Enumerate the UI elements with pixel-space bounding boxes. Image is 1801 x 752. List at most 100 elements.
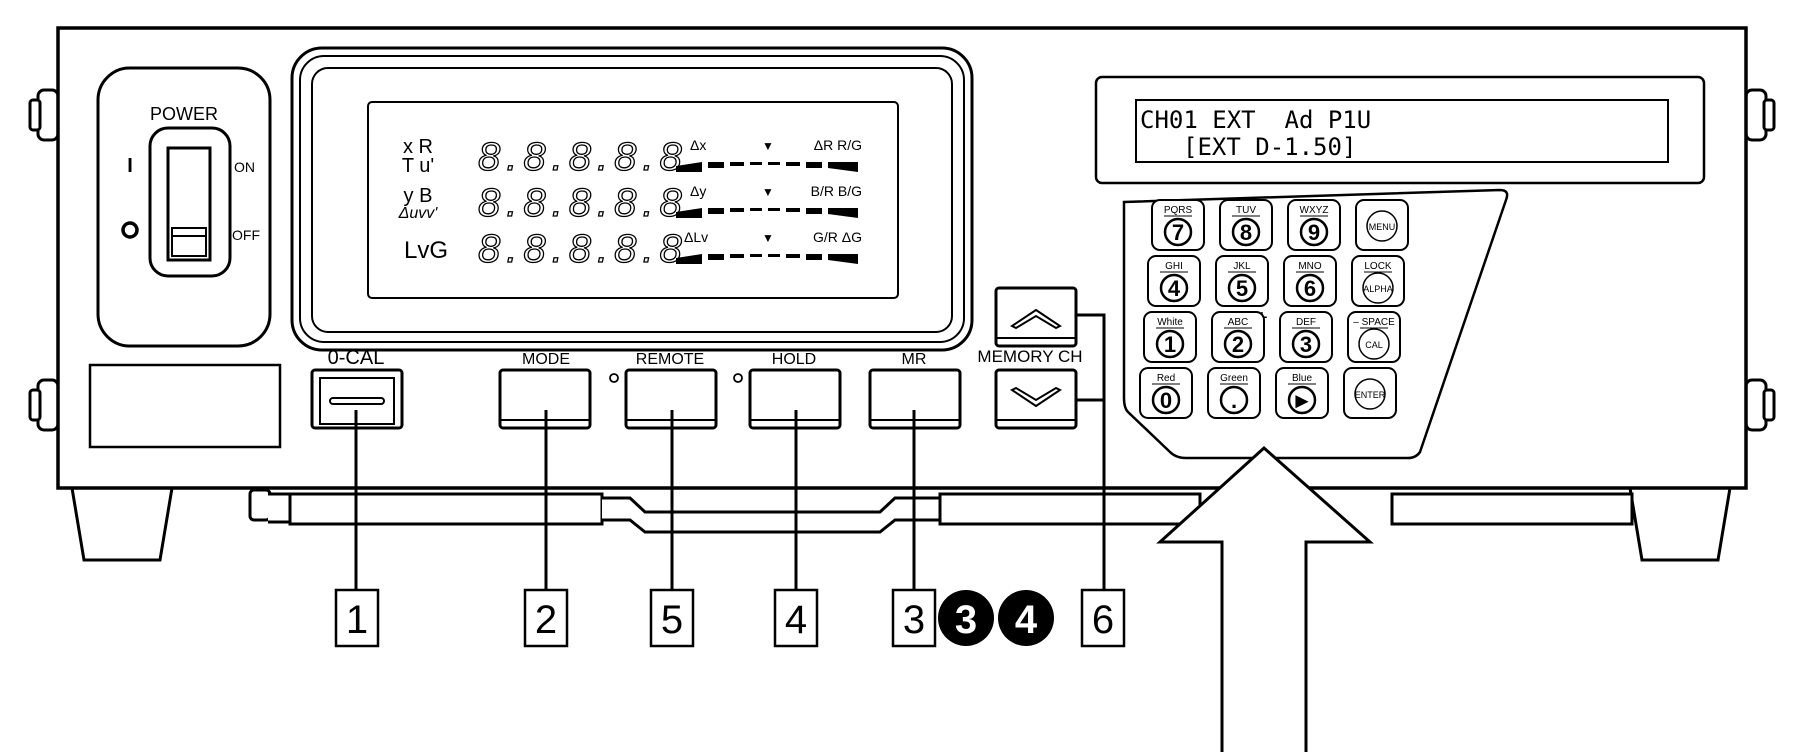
callout-circle-3-text: 3 xyxy=(955,598,977,642)
power-on-label: ON xyxy=(234,159,255,175)
display-row-2: y B Δuvv' 8.8.8.8.8. Δy ▼ B/R B/G xyxy=(398,180,862,225)
side-knob-left-top xyxy=(28,88,60,142)
keypad-key-3[interactable]: DEF 3 xyxy=(1279,311,1333,363)
callout-3: 3 xyxy=(891,588,937,648)
side-knob-right-bottom xyxy=(1744,378,1776,432)
keypad-key-label: 8 xyxy=(1240,220,1252,245)
row3-bar-marker: ▼ xyxy=(762,231,774,245)
row2-bar-left: Δy xyxy=(690,183,706,199)
row2-digits: 8.8.8.8.8. xyxy=(478,181,705,225)
row1-bar-right: ΔR R/G xyxy=(814,137,862,153)
keypad-key-label: 1 xyxy=(1164,332,1176,357)
keypad-key-label: ► xyxy=(1291,388,1313,413)
callout-circle-4: 4 xyxy=(998,590,1054,646)
keypad-key-dot[interactable]: Green. xyxy=(1207,367,1261,419)
callout-2: 2 xyxy=(523,588,569,648)
keypad-key-4[interactable]: GHI 4 xyxy=(1147,255,1201,307)
keypad-key-sublabel: JKL xyxy=(1233,261,1251,272)
zero-cal-label: 0-CAL xyxy=(328,347,385,369)
row3-digits: 8.8.8.8.8. xyxy=(478,227,705,271)
display-row-3: LvG 8.8.8.8.8. ΔLv ▼ G/R ΔG xyxy=(404,226,862,271)
callout-5-text: 5 xyxy=(661,598,683,642)
keypad-key-label: 0 xyxy=(1160,388,1172,413)
tilt-stand xyxy=(248,488,1634,534)
callout-2-text: 2 xyxy=(535,598,557,642)
remote-button[interactable] xyxy=(624,368,718,430)
row1-analog-bar xyxy=(676,162,858,172)
row1-bar-left: Δx xyxy=(690,137,706,153)
blank-panel xyxy=(88,363,282,449)
keypad-key-sublabel: MNO xyxy=(1298,261,1322,272)
row3-bar-left: ΔLv xyxy=(684,229,708,245)
keypad-key-sublabel: DEF xyxy=(1296,317,1316,328)
memory-ch-down-button[interactable] xyxy=(994,368,1078,430)
display-row-1: x R T u' 8.8.8.8.8. Δx ▼ ΔR R/G xyxy=(402,134,862,179)
hold-button[interactable] xyxy=(748,368,842,430)
lcd-line-1: CH01 EXT Ad P1U xyxy=(1140,106,1371,134)
row2-analog-bar xyxy=(676,208,858,218)
foot-right xyxy=(1628,486,1732,562)
keypad-key-label: 7 xyxy=(1172,220,1184,245)
hold-label: HOLD xyxy=(772,351,816,368)
side-knob-left-bottom xyxy=(28,378,60,432)
keypad-key-label: 4 xyxy=(1168,276,1181,301)
callout-circle-4-text: 4 xyxy=(1015,598,1038,642)
remote-label: REMOTE xyxy=(636,351,704,368)
keypad-key-sublabel: ABC xyxy=(1228,317,1249,328)
keypad-key-label: 9 xyxy=(1308,220,1320,245)
row1-label-bottom: T u' xyxy=(402,155,434,177)
row1-digits: 8.8.8.8.8. xyxy=(478,135,705,179)
keypad-key-sublabel: GHI xyxy=(1165,261,1183,272)
keypad-key-sublabel: LOCK xyxy=(1364,261,1392,272)
callout-circle-3: 3 xyxy=(938,590,994,646)
row1-bar-marker: ▼ xyxy=(762,139,774,153)
keypad-key-0[interactable]: Red 0 xyxy=(1139,367,1193,419)
row2-bar-marker: ▼ xyxy=(762,185,774,199)
keypad-key-1[interactable]: White 1 xyxy=(1143,311,1197,363)
mode-button[interactable] xyxy=(498,368,592,430)
mode-label: MODE xyxy=(522,351,570,368)
keypad-key-sublabel: Red xyxy=(1157,373,1175,384)
row2-label-bottom: Δuvv' xyxy=(398,205,439,222)
lcd-display: CH01 EXT Ad P1U [EXT D-1.50] xyxy=(1094,75,1706,185)
callout-4: 4 xyxy=(773,588,819,648)
keypad-key-9[interactable]: WXYZ 9 xyxy=(1287,199,1341,251)
lcd-line-2: [EXT D-1.50] xyxy=(1183,133,1356,161)
keypad-key-label: ENTER xyxy=(1355,390,1386,400)
callout-1: 1 xyxy=(334,588,380,648)
keypad-key-label: 3 xyxy=(1300,332,1312,357)
keypad-key-menu[interactable]: MENU xyxy=(1355,199,1409,251)
power-switch[interactable] xyxy=(148,126,232,278)
memory-ch-label: MEMORY CH xyxy=(977,347,1082,366)
keypad: + PQRS7TUV8WXYZ9MENUGHI4JKL5MNO6LOCKALPH… xyxy=(1122,188,1509,460)
hold-indicator-led xyxy=(733,373,743,383)
memory-ch-up-button[interactable] xyxy=(994,286,1078,348)
row3-analog-bar xyxy=(676,254,858,264)
power-panel: POWER I ON OFF xyxy=(96,66,272,348)
remote-indicator-led xyxy=(609,373,619,383)
keypad-key-sublabel: Green xyxy=(1220,373,1248,384)
keypad-key-sublabel: WXYZ xyxy=(1300,205,1329,216)
power-off-symbol-icon xyxy=(121,221,139,239)
keypad-key-label: MENU xyxy=(1369,222,1396,232)
keypad-key-enter[interactable]: ENTER xyxy=(1343,367,1397,419)
callout-4-text: 4 xyxy=(785,598,807,642)
row3-bar-right: G/R ΔG xyxy=(813,229,862,245)
keypad-key-play[interactable]: Blue► xyxy=(1275,367,1329,419)
main-display xyxy=(290,46,974,352)
callout-6: 6 xyxy=(1080,588,1126,648)
callout-6-text: 6 xyxy=(1092,598,1114,642)
row1-label-top: x R xyxy=(403,136,433,158)
keypad-key-sublabel: White xyxy=(1157,317,1183,328)
row3-label: LvG xyxy=(404,237,448,264)
row2-bar-right: B/R B/G xyxy=(811,183,862,199)
keypad-key-label: . xyxy=(1231,388,1237,413)
